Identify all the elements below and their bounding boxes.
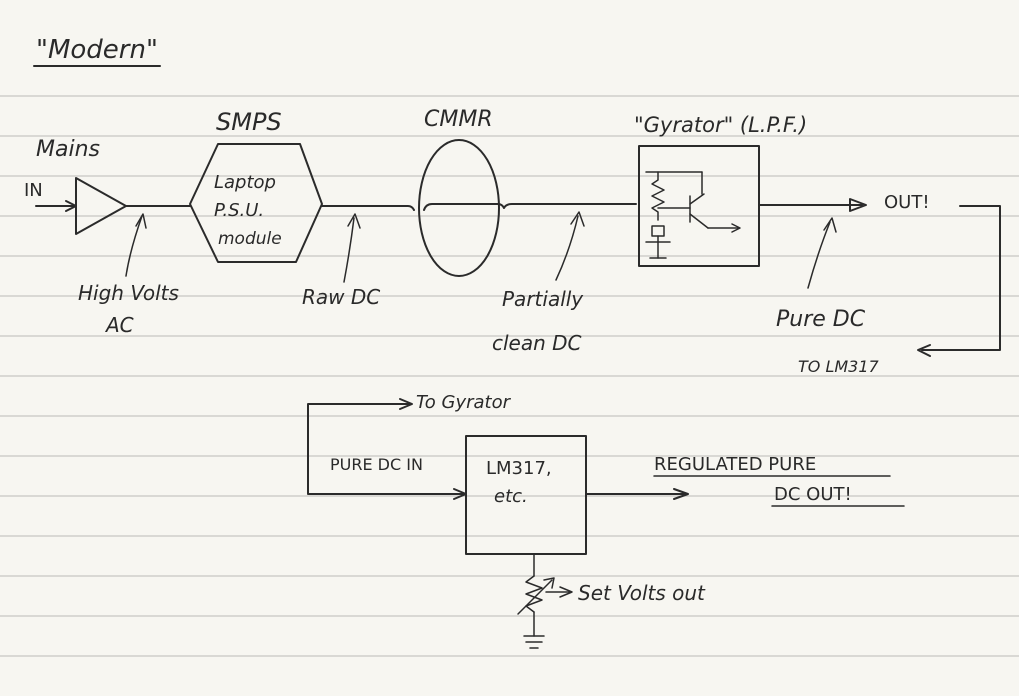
to-lm317-label: TO LM317: [798, 357, 880, 376]
cmmr-choke-ellipse: [418, 139, 500, 277]
smps-hexagon: [189, 143, 323, 263]
smps-body-line1: Laptop: [214, 172, 276, 193]
regulated-label-line1: REGULATED PURE: [654, 454, 816, 475]
smps-label: SMPS: [216, 108, 282, 136]
smps-body-line2: P.S.U.: [214, 200, 264, 221]
page-title: "Modern": [36, 35, 158, 65]
gyrator-transistor-icon: [645, 171, 741, 259]
smps-body-line3: module: [218, 229, 282, 249]
regulated-output-arrowhead: [673, 488, 689, 500]
to-gyrator-arrowhead: [399, 398, 413, 410]
ruled-lines: [0, 95, 1019, 657]
partially-clean-pointer: [555, 215, 579, 281]
partially-clean-label-line2: clean DC: [492, 331, 582, 355]
raw-dc-wire: [321, 203, 637, 211]
regulated-label-line2: DC OUT!: [774, 484, 852, 505]
lm317-body-line2: etc.: [494, 486, 528, 507]
raw-dc-pointer-head: [347, 213, 361, 229]
lm317-body-line1: LM317,: [486, 458, 552, 479]
to-gyrator-wire: [307, 403, 467, 495]
pure-dc-in-label: PURE DC IN: [330, 455, 423, 474]
cmmr-label: CMMR: [424, 107, 493, 132]
partially-clean-pointer-head: [570, 211, 585, 227]
pure-dc-arrowhead: [849, 198, 867, 212]
gyrator-label: "Gyrator" (L.P.F.): [634, 113, 807, 137]
partially-clean-label-line1: Partially: [502, 287, 584, 311]
in-label: IN: [24, 180, 43, 201]
mains-label: Mains: [36, 137, 100, 162]
set-volts-label: Set Volts out: [578, 581, 706, 605]
mains-input-triangle-symbol: [75, 177, 127, 235]
high-volts-pointer-head: [135, 213, 147, 229]
out-to-lm317-wire: [921, 205, 1001, 351]
high-volts-pointer: [125, 215, 143, 277]
out-label: OUT!: [884, 192, 930, 213]
raw-dc-label: Raw DC: [302, 285, 380, 309]
out-to-lm317-arrowhead: [917, 344, 931, 357]
pure-dc-pointer-head: [823, 217, 837, 233]
set-volts-potentiometer-icon: [517, 553, 573, 649]
raw-dc-pointer: [343, 217, 355, 283]
to-gyrator-label: To Gyrator: [416, 392, 512, 413]
pure-dc-label: Pure DC: [776, 307, 866, 332]
high-volts-label-line1: High Volts: [78, 281, 179, 305]
pure-dc-pointer: [807, 221, 831, 289]
high-volts-label-line2: AC: [104, 313, 134, 337]
